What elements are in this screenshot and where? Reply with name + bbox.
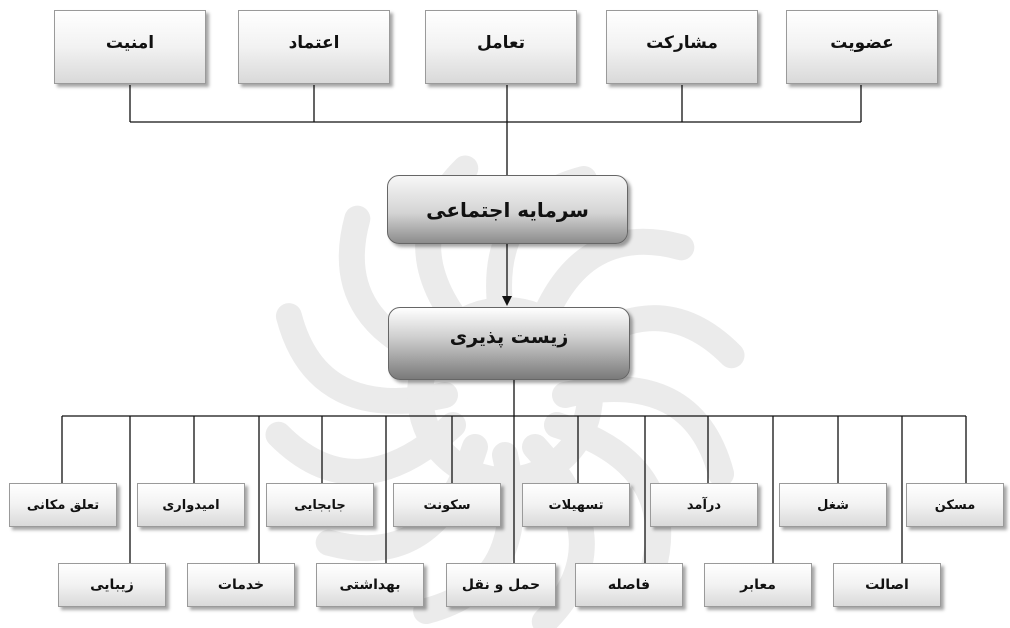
indicator-label: زیبایی	[90, 577, 134, 593]
indicator-label: حمل و نقل	[461, 577, 541, 593]
target-node-livability: زیست پذیری	[388, 307, 630, 380]
factor-box-etemad: اعتماد	[238, 10, 390, 84]
indicator-box-fasele: فاصله	[575, 563, 683, 607]
indicator-label: مسکن	[934, 497, 976, 513]
factor-box-ozviyat: عضویت	[786, 10, 938, 84]
central-node-social-capital: سرمایه اجتماعی	[387, 175, 628, 244]
indicator-box-khadamat: خدمات	[187, 563, 295, 607]
indicator-box-omidvari: امیدواری	[137, 483, 245, 527]
indicator-label: تسهیلات	[548, 497, 604, 513]
indicator-label: بهداشتی	[339, 577, 401, 593]
indicator-label: تعلق مکانی	[26, 497, 100, 513]
indicator-label: درآمد	[686, 497, 722, 513]
indicator-box-shoghl: شغل	[779, 483, 887, 527]
target-node-label: زیست پذیری	[449, 326, 569, 348]
factor-box-amniyat: امنیت	[54, 10, 206, 84]
factor-label: اعتماد	[288, 33, 340, 53]
factor-label: تعامل	[476, 33, 526, 53]
indicator-box-hamlonaql: حمل و نقل	[446, 563, 556, 607]
factor-box-mosharekat: مشارکت	[606, 10, 758, 84]
indicator-label: امیدواری	[162, 497, 220, 513]
indicator-box-tashilat: تسهیلات	[522, 483, 630, 527]
indicator-label: خدمات	[217, 577, 265, 593]
indicator-label: فاصله	[607, 577, 651, 593]
indicator-box-maaber: معابر	[704, 563, 812, 607]
factor-box-taamol: تعامل	[425, 10, 577, 84]
central-node-label: سرمایه اجتماعی	[426, 197, 589, 222]
indicator-box-taaloq: تعلق مکانی	[9, 483, 117, 527]
factor-label: عضویت	[830, 33, 894, 53]
indicator-box-behdashti: بهداشتی	[316, 563, 424, 607]
indicator-box-zibayi: زیبایی	[58, 563, 166, 607]
indicator-box-esalat: اصالت	[833, 563, 941, 607]
indicator-label: معابر	[740, 577, 776, 593]
indicator-label: جابجایی	[294, 497, 346, 513]
factor-label: مشارکت	[646, 33, 718, 53]
indicator-box-maskan: مسکن	[906, 483, 1004, 527]
indicator-label: شغل	[817, 497, 849, 513]
indicator-label: اصالت	[865, 577, 909, 593]
factor-label: امنیت	[105, 33, 155, 53]
indicator-box-jabejayi: جابجایی	[266, 483, 374, 527]
indicator-label: سکونت	[423, 497, 471, 513]
indicator-box-daramad: درآمد	[650, 483, 758, 527]
indicator-box-sokunat: سکونت	[393, 483, 501, 527]
